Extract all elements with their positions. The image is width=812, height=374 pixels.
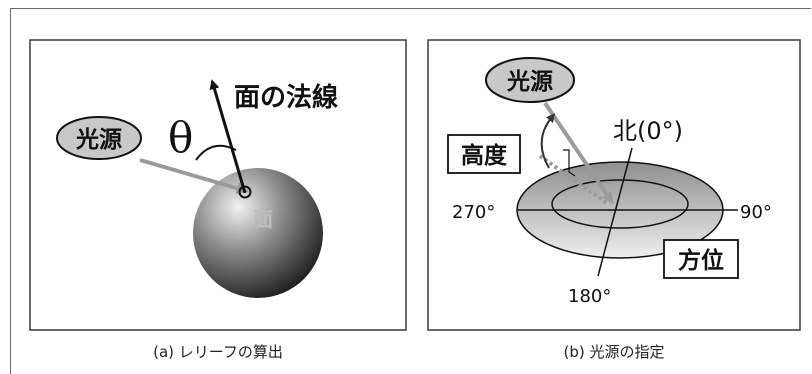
light-source-label-b: 光源 (506, 69, 553, 95)
azimuth-box (663, 239, 739, 279)
panel-a: 光源 θ 面の法線 面 (a) レリーフの算出 (29, 39, 407, 361)
caption-b: (b) 光源の指定 (564, 343, 665, 361)
caption-a: (a) レリーフの算出 (153, 343, 283, 361)
azimuth-label: 方位 (678, 247, 724, 274)
light-ray-b (543, 101, 614, 204)
normal-label: 面の法線 (234, 82, 338, 113)
angle-arc (195, 144, 237, 161)
south-label: 180° (568, 286, 611, 307)
light-source-bubble-a (56, 116, 142, 160)
elevation-box (447, 134, 521, 174)
light-ray (139, 158, 249, 195)
projection-line (538, 154, 610, 206)
north-label: 北(0°) (613, 117, 683, 145)
outer-frame (10, 8, 811, 374)
east-label: 90° (740, 202, 772, 223)
panel-b: 光源 高度 方位 北(0°) 90° 180° 270° (b) 光源の指定 (427, 39, 801, 361)
surface-label: 面 (253, 207, 273, 231)
light-source-label-a: 光源 (75, 127, 122, 153)
elevation-label: 高度 (461, 142, 508, 169)
elevation-arrow (540, 113, 556, 169)
west-label: 270° (452, 202, 495, 223)
light-source-bubble-b (485, 57, 575, 103)
surface-point (238, 185, 252, 199)
north-south-axis (597, 147, 633, 277)
sphere (193, 168, 323, 298)
azimuth-inner-ring (551, 179, 689, 229)
right-angle-marker (563, 149, 576, 177)
normal-arrow (209, 79, 247, 194)
angle-theta-label: θ (168, 113, 193, 162)
